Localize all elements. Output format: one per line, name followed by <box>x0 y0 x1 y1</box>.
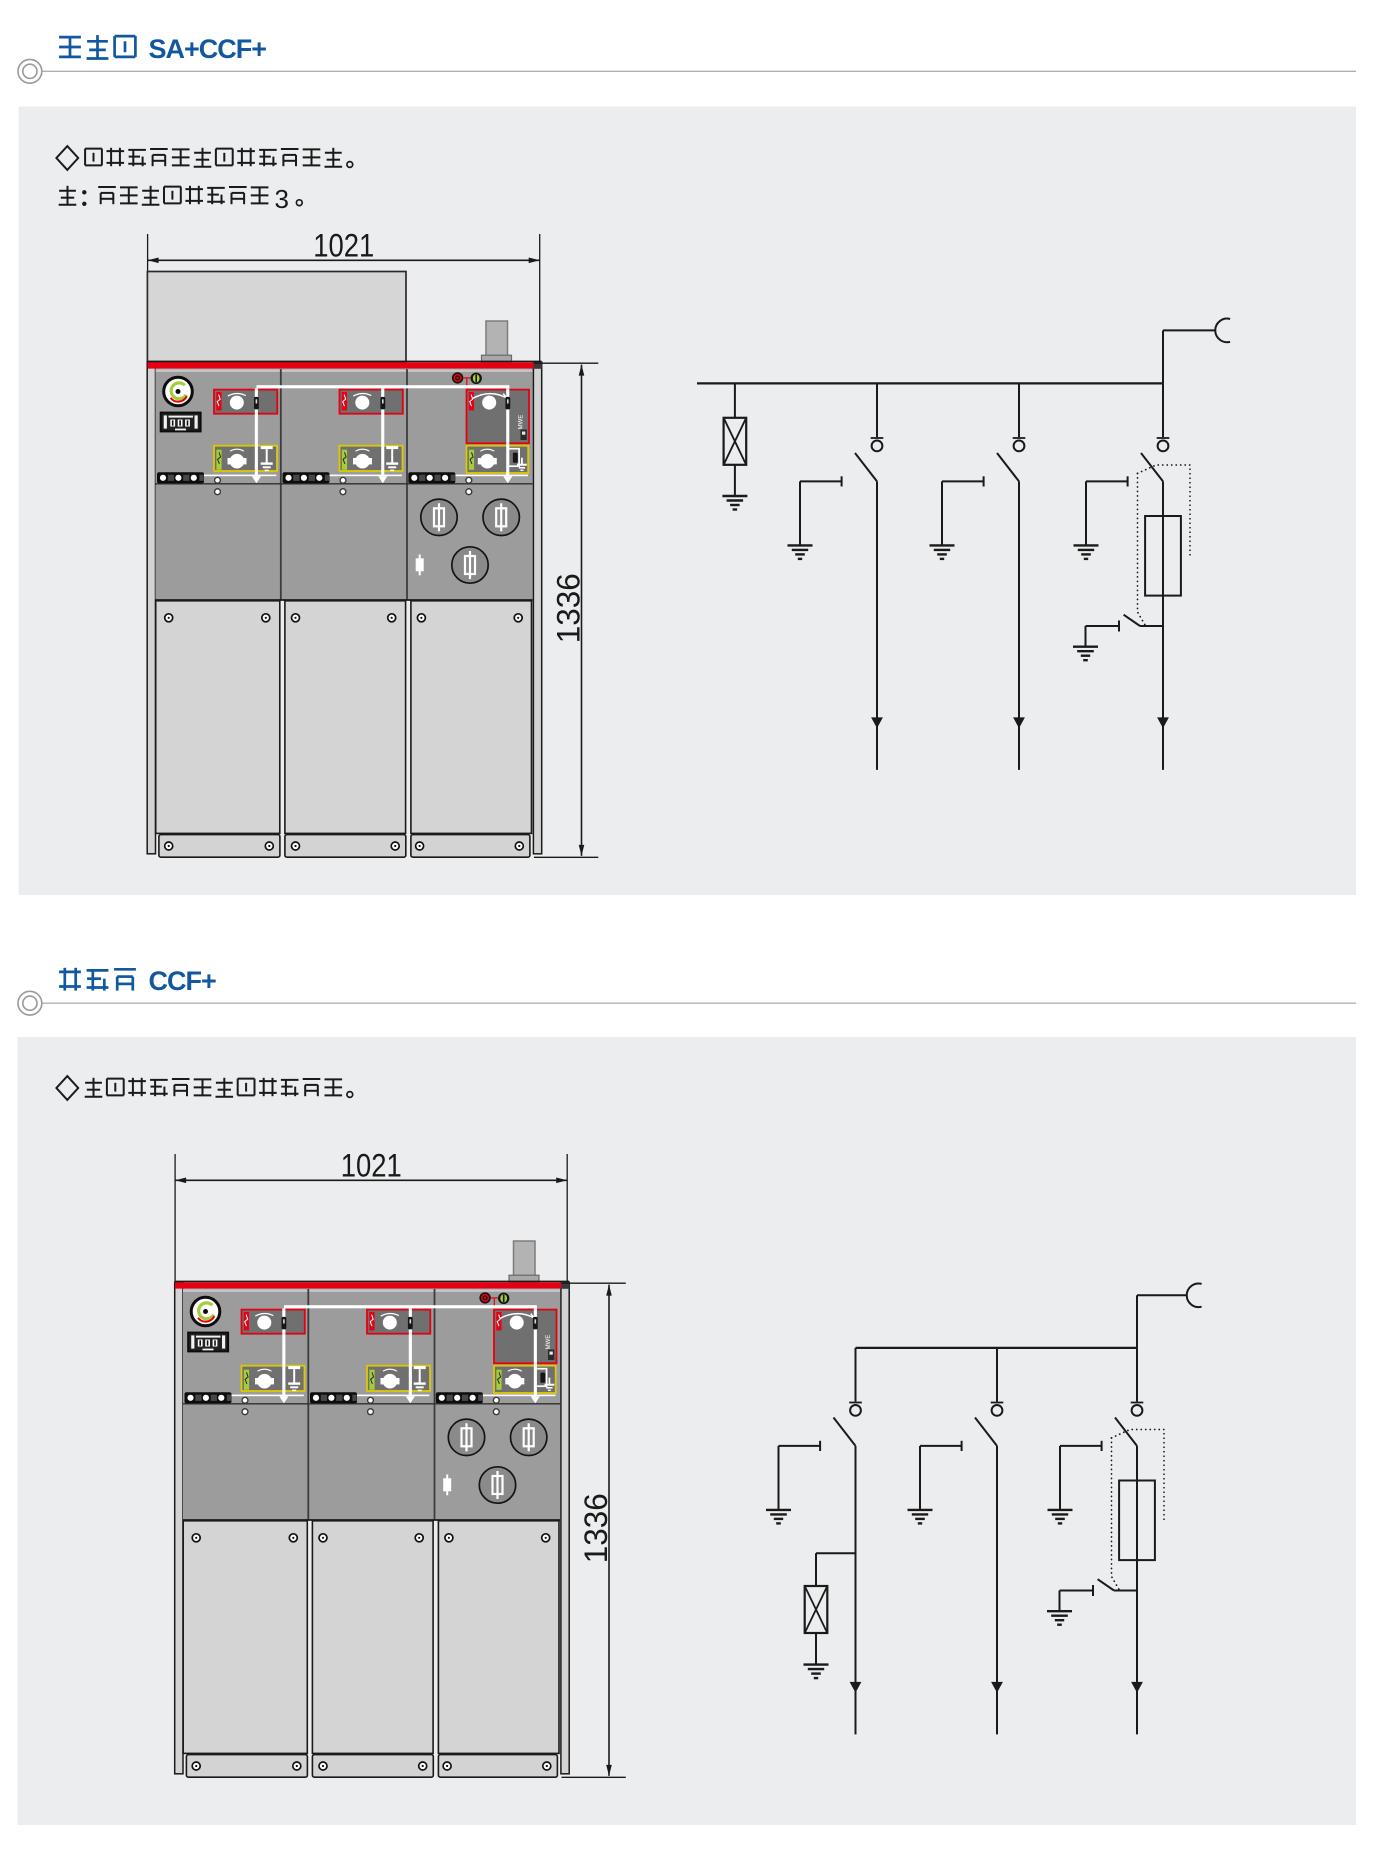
svg-text:MWE: MWE <box>519 415 525 430</box>
svg-text:1021: 1021 <box>313 227 374 263</box>
svg-text:CCF+: CCF+ <box>149 966 216 996</box>
svg-text:SA+CCF+: SA+CCF+ <box>149 34 267 64</box>
svg-text:1021: 1021 <box>341 1147 402 1183</box>
svg-text:1336: 1336 <box>578 1493 614 1563</box>
svg-text:1336: 1336 <box>550 573 586 643</box>
svg-text:3: 3 <box>275 184 289 214</box>
svg-text:MWE: MWE <box>546 1335 552 1350</box>
